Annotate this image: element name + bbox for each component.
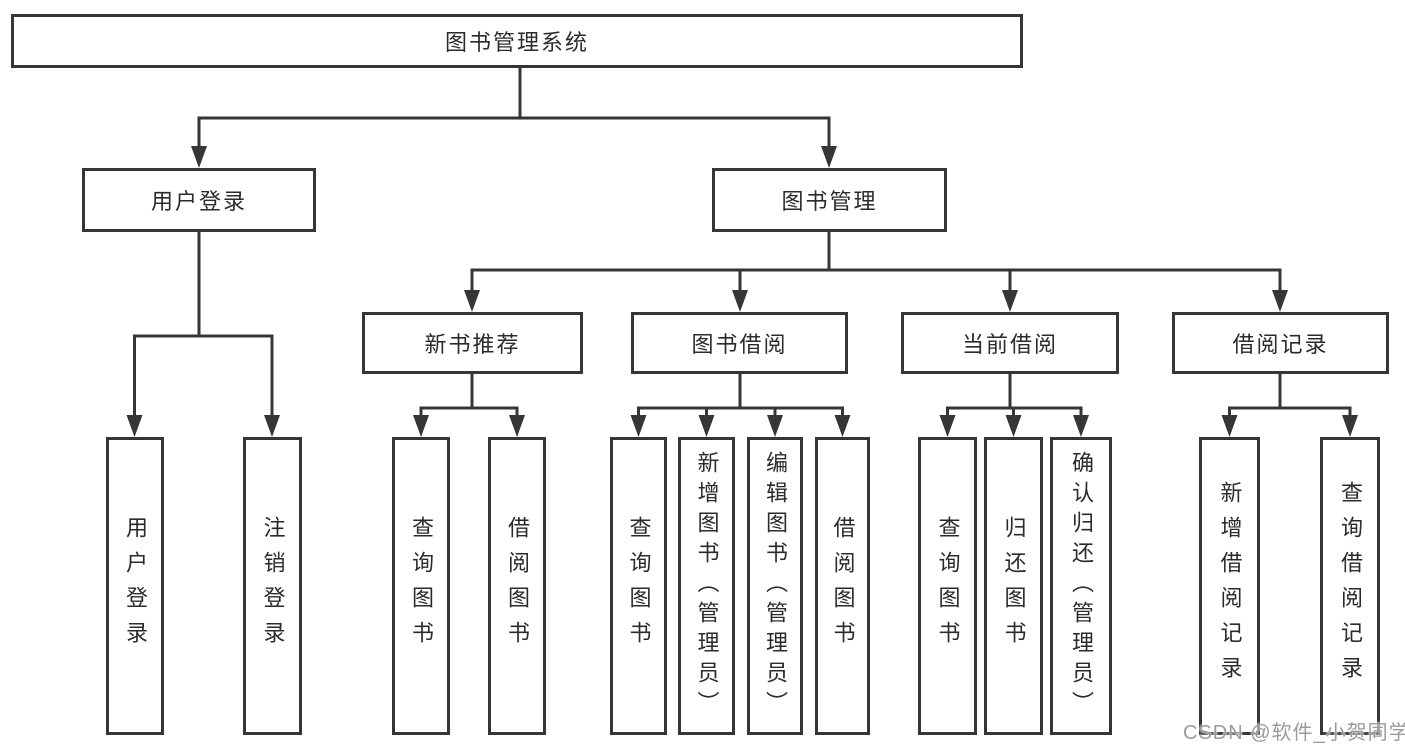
leaf-borrow-book-2: 借阅图书 [815,437,870,735]
leaf-query-book-2: 查询图书 [610,437,667,735]
leaf-add-book-admin: 新增图书（管理员） [678,437,735,735]
leaf-logout: 注销登录 [243,437,302,735]
node-book-borrow: 图书借阅 [631,312,848,374]
node-user-login: 用户登录 [82,168,316,232]
node-user-login-label: 用户登录 [150,189,247,214]
connector-new-book-children [413,374,525,437]
connector-root-to-level2 [191,68,837,168]
connector-user-login-children [126,232,280,437]
node-borrow-record-label: 借阅记录 [1232,332,1329,357]
leaf-borrow-book-1: 借阅图书 [488,437,546,735]
node-book-management: 图书管理 [712,168,947,232]
node-new-book-recommend-label: 新书推荐 [424,332,521,357]
node-current-borrow: 当前借阅 [901,312,1119,374]
connector-borrow-record-children [1221,374,1358,437]
leaf-query-book-1-label: 查询图书 [409,516,434,656]
leaf-query-book-3: 查询图书 [918,437,977,735]
leaf-return-book: 归还图书 [984,437,1043,735]
leaf-query-borrow-record: 查询借阅记录 [1320,437,1380,735]
leaf-borrow-book-1-label: 借阅图书 [505,516,530,656]
leaf-confirm-return-admin: 确认归还（管理员） [1050,437,1112,735]
connector-book-borrow-children [630,374,851,437]
csdn-watermark: CSDN @软件_小贺同学 [1183,722,1405,744]
leaf-query-book-2-label: 查询图书 [626,516,652,656]
node-book-management-label: 图书管理 [781,189,878,214]
node-borrow-record: 借阅记录 [1172,312,1389,374]
leaf-edit-book-admin-label: 编辑图书（管理员） [763,451,788,721]
leaf-add-borrow-record: 新增借阅记录 [1199,437,1260,735]
leaf-borrow-book-2-label: 借阅图书 [830,516,856,656]
leaf-edit-book-admin: 编辑图书（管理员） [747,437,803,735]
node-book-borrow-label: 图书借阅 [691,332,788,357]
leaf-query-book-3-label: 查询图书 [935,516,961,656]
leaf-add-book-admin-label: 新增图书（管理员） [694,451,720,721]
leaf-confirm-return-admin-label: 确认归还（管理员） [1069,451,1094,721]
leaf-user-login: 用户登录 [106,437,164,735]
node-root: 图书管理系统 [11,14,1023,68]
node-new-book-recommend: 新书推荐 [362,312,583,374]
connector-current-borrow-children [939,374,1089,437]
leaf-query-book-1: 查询图书 [392,437,450,735]
node-current-borrow-label: 当前借阅 [961,332,1058,357]
leaf-query-borrow-record-label: 查询借阅记录 [1338,481,1363,691]
leaf-user-login-label: 用户登录 [123,516,148,656]
leaf-return-book-label: 归还图书 [1001,516,1027,656]
node-root-label: 图书管理系统 [444,30,589,55]
leaf-add-borrow-record-label: 新增借阅记录 [1217,481,1243,691]
connector-book-mgmt-children [464,232,1288,312]
leaf-logout-label: 注销登录 [260,516,286,656]
